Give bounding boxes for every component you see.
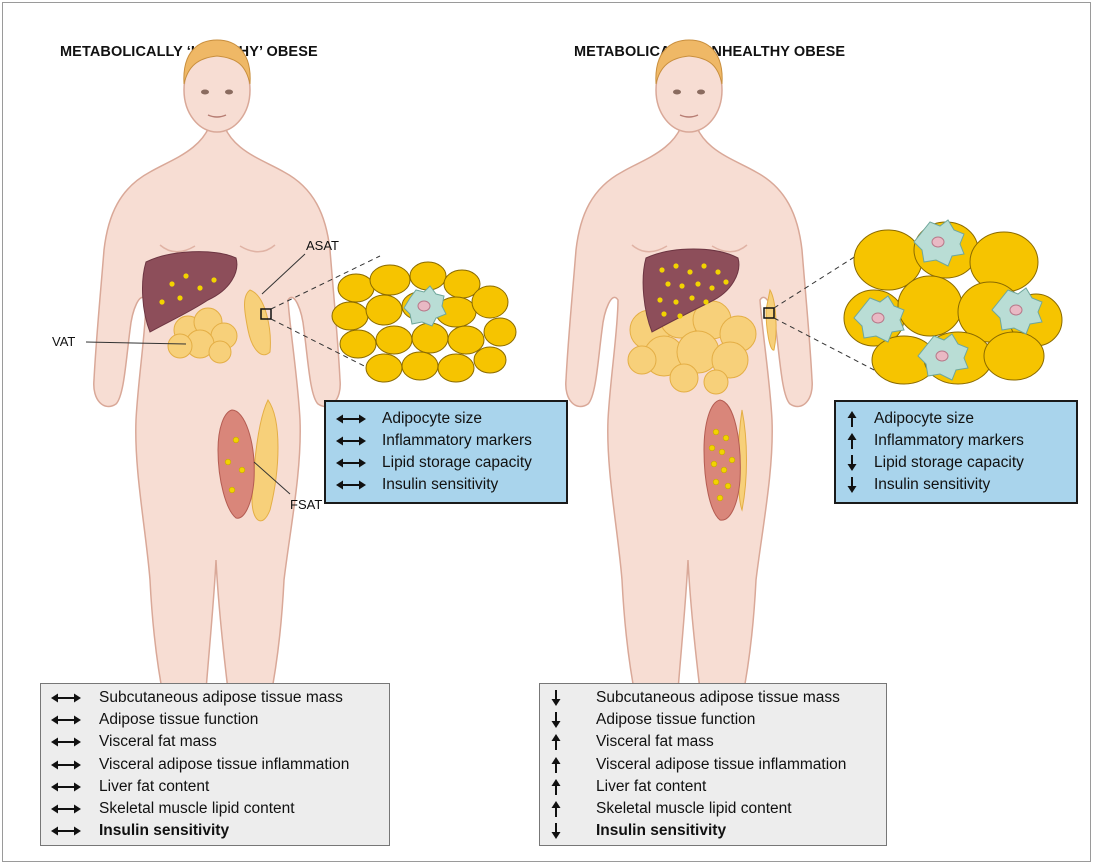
adipocyte-property-row: Adipocyte size xyxy=(846,408,1066,430)
bidirectional-arrow-icon xyxy=(336,435,366,447)
trend-indicator xyxy=(336,435,382,447)
summary-row: Subcutaneous adipose tissue mass xyxy=(550,687,876,709)
down-arrow-icon xyxy=(846,477,858,493)
adipocyte-property-row: Inflammatory markers xyxy=(336,430,556,452)
summary-row: Subcutaneous adipose tissue mass xyxy=(51,687,379,709)
summary-row-text: Liver fat content xyxy=(99,778,209,796)
fsat-label: FSAT xyxy=(290,497,322,512)
adipocyte-property-row-text: Lipid storage capacity xyxy=(874,454,1024,472)
summary-row: Liver fat content xyxy=(550,776,876,798)
bidirectional-arrow-icon xyxy=(51,759,81,771)
summary-row: Insulin sensitivity xyxy=(550,820,876,842)
adipocyte-property-row: Insulin sensitivity xyxy=(336,474,556,496)
right-body xyxy=(566,40,878,776)
trend-indicator xyxy=(550,779,596,795)
bidirectional-arrow-icon xyxy=(336,413,366,425)
trend-indicator xyxy=(51,781,99,793)
trend-indicator xyxy=(336,413,382,425)
summary-row-text: Insulin sensitivity xyxy=(99,822,229,840)
bidirectional-arrow-icon xyxy=(51,781,81,793)
trend-indicator xyxy=(51,692,99,704)
up-arrow-icon xyxy=(846,411,858,427)
trend-indicator xyxy=(550,734,596,750)
adipocyte-property-row-text: Insulin sensitivity xyxy=(382,476,498,494)
adipocyte-property-row-text: Inflammatory markers xyxy=(382,432,532,450)
summary-row-text: Liver fat content xyxy=(596,778,706,796)
trend-indicator xyxy=(550,801,596,817)
adipocyte-property-row-text: Lipid storage capacity xyxy=(382,454,532,472)
summary-row: Adipose tissue function xyxy=(550,709,876,731)
summary-row-text: Adipose tissue function xyxy=(596,711,755,729)
summary-row-text: Adipose tissue function xyxy=(99,711,258,729)
bidirectional-arrow-icon xyxy=(51,803,81,815)
down-arrow-icon xyxy=(846,455,858,471)
vat-label: VAT xyxy=(52,334,75,349)
summary-row-text: Visceral adipose tissue inflammation xyxy=(99,756,349,774)
bidirectional-arrow-icon xyxy=(336,457,366,469)
adipocyte-property-row-text: Inflammatory markers xyxy=(874,432,1024,450)
adipocyte-property-row: Adipocyte size xyxy=(336,408,556,430)
trend-indicator xyxy=(846,433,874,449)
summary-row: Skeletal muscle lipid content xyxy=(550,798,876,820)
summary-row-text: Visceral fat mass xyxy=(596,733,714,751)
trend-indicator xyxy=(550,712,596,728)
up-arrow-icon xyxy=(550,779,562,795)
adipocyte-property-row: Inflammatory markers xyxy=(846,430,1066,452)
summary-row: Visceral fat mass xyxy=(51,731,379,753)
down-arrow-icon xyxy=(550,712,562,728)
adipocyte-property-row: Lipid storage capacity xyxy=(846,452,1066,474)
trend-indicator xyxy=(51,759,99,771)
adipocyte-property-row-text: Adipocyte size xyxy=(382,410,482,428)
trend-indicator xyxy=(550,690,596,706)
adipocyte-property-row-text: Adipocyte size xyxy=(874,410,974,428)
summary-row-text: Visceral adipose tissue inflammation xyxy=(596,756,846,774)
summary-row: Visceral adipose tissue inflammation xyxy=(51,754,379,776)
summary-row: Visceral adipose tissue inflammation xyxy=(550,754,876,776)
summary-row-text: Subcutaneous adipose tissue mass xyxy=(596,689,840,707)
summary-row-text: Skeletal muscle lipid content xyxy=(99,800,295,818)
right-adipocyte-cluster xyxy=(844,220,1062,384)
bidirectional-arrow-icon xyxy=(51,692,81,704)
trend-indicator xyxy=(846,455,874,471)
bidirectional-arrow-icon xyxy=(51,714,81,726)
adipocyte-property-row-text: Insulin sensitivity xyxy=(874,476,990,494)
trend-indicator xyxy=(550,823,596,839)
summary-row-text: Subcutaneous adipose tissue mass xyxy=(99,689,343,707)
summary-row-text: Skeletal muscle lipid content xyxy=(596,800,792,818)
trend-indicator xyxy=(51,803,99,815)
summary-row-text: Insulin sensitivity xyxy=(596,822,726,840)
up-arrow-icon xyxy=(550,801,562,817)
trend-indicator xyxy=(51,714,99,726)
bidirectional-arrow-icon xyxy=(51,825,81,837)
trend-indicator xyxy=(51,825,99,837)
trend-indicator xyxy=(336,457,382,469)
trend-indicator xyxy=(550,757,596,773)
trend-indicator xyxy=(846,477,874,493)
asat-label: ASAT xyxy=(306,238,339,253)
adipocyte-property-row: Lipid storage capacity xyxy=(336,452,556,474)
up-arrow-icon xyxy=(550,734,562,750)
summary-row: Visceral fat mass xyxy=(550,731,876,753)
bidirectional-arrow-icon xyxy=(51,736,81,748)
trend-indicator xyxy=(846,411,874,427)
summary-row-text: Visceral fat mass xyxy=(99,733,217,751)
down-arrow-icon xyxy=(550,690,562,706)
summary-row: Insulin sensitivity xyxy=(51,820,379,842)
trend-indicator xyxy=(336,479,382,491)
summary-row: Liver fat content xyxy=(51,776,379,798)
bidirectional-arrow-icon xyxy=(336,479,366,491)
up-arrow-icon xyxy=(550,757,562,773)
adipocyte-property-row: Insulin sensitivity xyxy=(846,474,1066,496)
down-arrow-icon xyxy=(550,823,562,839)
summary-row: Adipose tissue function xyxy=(51,709,379,731)
up-arrow-icon xyxy=(846,433,858,449)
summary-row: Skeletal muscle lipid content xyxy=(51,798,379,820)
trend-indicator xyxy=(51,736,99,748)
